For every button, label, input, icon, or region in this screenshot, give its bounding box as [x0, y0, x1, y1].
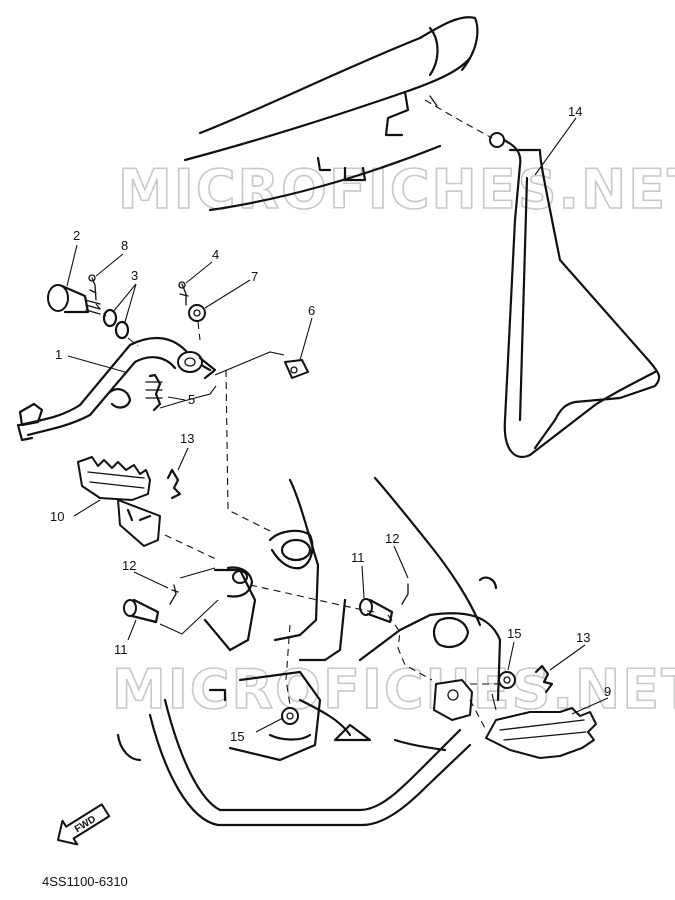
- callout-leaders: [66, 117, 609, 733]
- watermark-bottom: MICROFICHES.NET: [112, 658, 675, 721]
- callout-11-left: 11: [114, 642, 128, 657]
- callout-12-right: 12: [385, 531, 399, 546]
- callout-5: 5: [188, 392, 195, 407]
- frame-body: [203, 476, 502, 762]
- footrest-left: [77, 456, 161, 547]
- washers: [102, 308, 130, 340]
- callout-10: 10: [50, 509, 64, 524]
- callout-11-right: 11: [351, 550, 365, 565]
- pedal-arm: [16, 337, 217, 442]
- callout-2: 2: [73, 228, 80, 243]
- callout-12-left: 12: [122, 558, 136, 573]
- fwd-arrow-icon: FWD: [57, 803, 111, 846]
- callout-1: 1: [55, 347, 62, 362]
- callout-9: 9: [604, 684, 611, 699]
- spring-13-left: [166, 468, 182, 500]
- subframe-rail: [183, 16, 479, 212]
- footrest-bracket-right: [433, 679, 473, 721]
- lower-frame-tube: [116, 698, 472, 827]
- callout-15-left: 15: [230, 729, 244, 744]
- spring-13-right: [534, 664, 554, 694]
- callout-3: 3: [131, 268, 138, 283]
- callout-14: 14: [568, 104, 582, 119]
- watermark-top: MICROFICHES.NET: [118, 158, 675, 221]
- footrest-right: [485, 707, 597, 759]
- pivot-bolt: [47, 284, 101, 315]
- callout-7: 7: [251, 269, 258, 284]
- callout-4: 4: [212, 247, 219, 262]
- callout-13-left: 13: [180, 431, 194, 446]
- bolt-11-right: [359, 598, 394, 624]
- callout-13-right: 13: [576, 630, 590, 645]
- clip-6: [284, 359, 309, 379]
- washer-7: [188, 304, 206, 322]
- washer-15-lower: [281, 707, 299, 725]
- callout-6: 6: [308, 303, 315, 318]
- pin-12-right: [401, 583, 409, 605]
- assembly-lines: [95, 303, 500, 731]
- callout-8: 8: [121, 238, 128, 253]
- pin-12-left: [169, 584, 179, 605]
- bolt-11-left: [123, 598, 160, 624]
- callout-15-right: 15: [507, 626, 521, 641]
- drawing-code: 4SS1100-6310: [42, 874, 128, 889]
- side-stand: [424, 99, 661, 458]
- washer-15-upper: [498, 671, 516, 689]
- spring-5: [145, 373, 163, 412]
